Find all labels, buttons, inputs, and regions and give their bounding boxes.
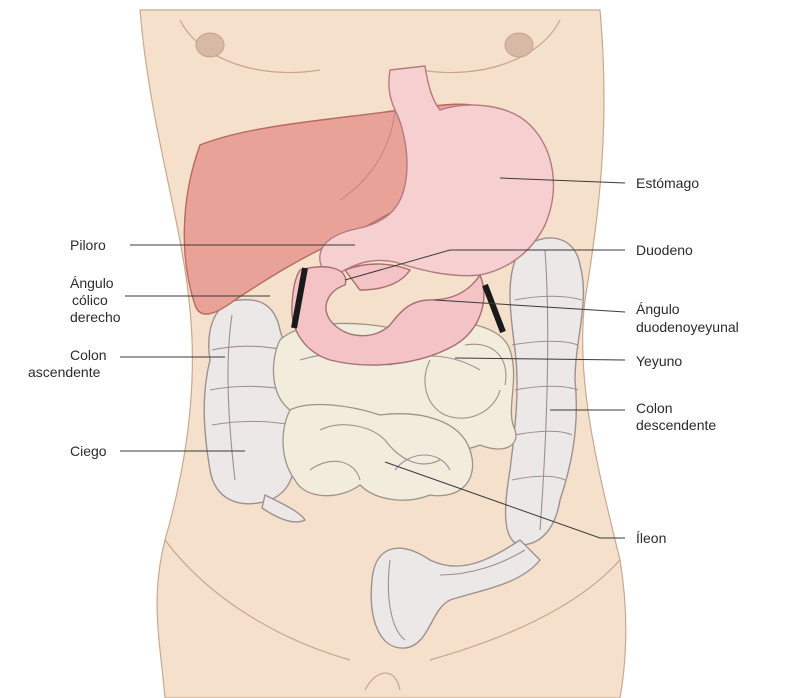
label-estomago: Estómago bbox=[636, 175, 699, 191]
label-angulo-duodenoyeyunal-line1: Ángulo bbox=[636, 301, 680, 317]
label-duodeno: Duodeno bbox=[636, 242, 693, 258]
label-colon-ascendente-line1: Colon bbox=[70, 347, 107, 363]
label-ileon: Íleon bbox=[636, 530, 666, 546]
label-angulo-colico-line2: cólico bbox=[72, 292, 108, 308]
label-colon-ascendente-line2: ascendente bbox=[28, 364, 101, 380]
left-nipple bbox=[196, 33, 224, 57]
label-piloro: Piloro bbox=[70, 237, 106, 253]
label-angulo-duodenoyeyunal-line2: duodenoyeyunal bbox=[636, 319, 739, 335]
label-angulo-colico-line1: Ángulo bbox=[70, 275, 114, 291]
right-nipple bbox=[505, 33, 533, 57]
label-colon-descendente-line1: Colon bbox=[636, 400, 673, 416]
label-ciego: Ciego bbox=[70, 443, 107, 459]
label-angulo-colico-line3: derecho bbox=[70, 309, 121, 325]
label-colon-descendente-line2: descendente bbox=[636, 417, 716, 433]
label-yeyuno: Yeyuno bbox=[636, 353, 682, 369]
